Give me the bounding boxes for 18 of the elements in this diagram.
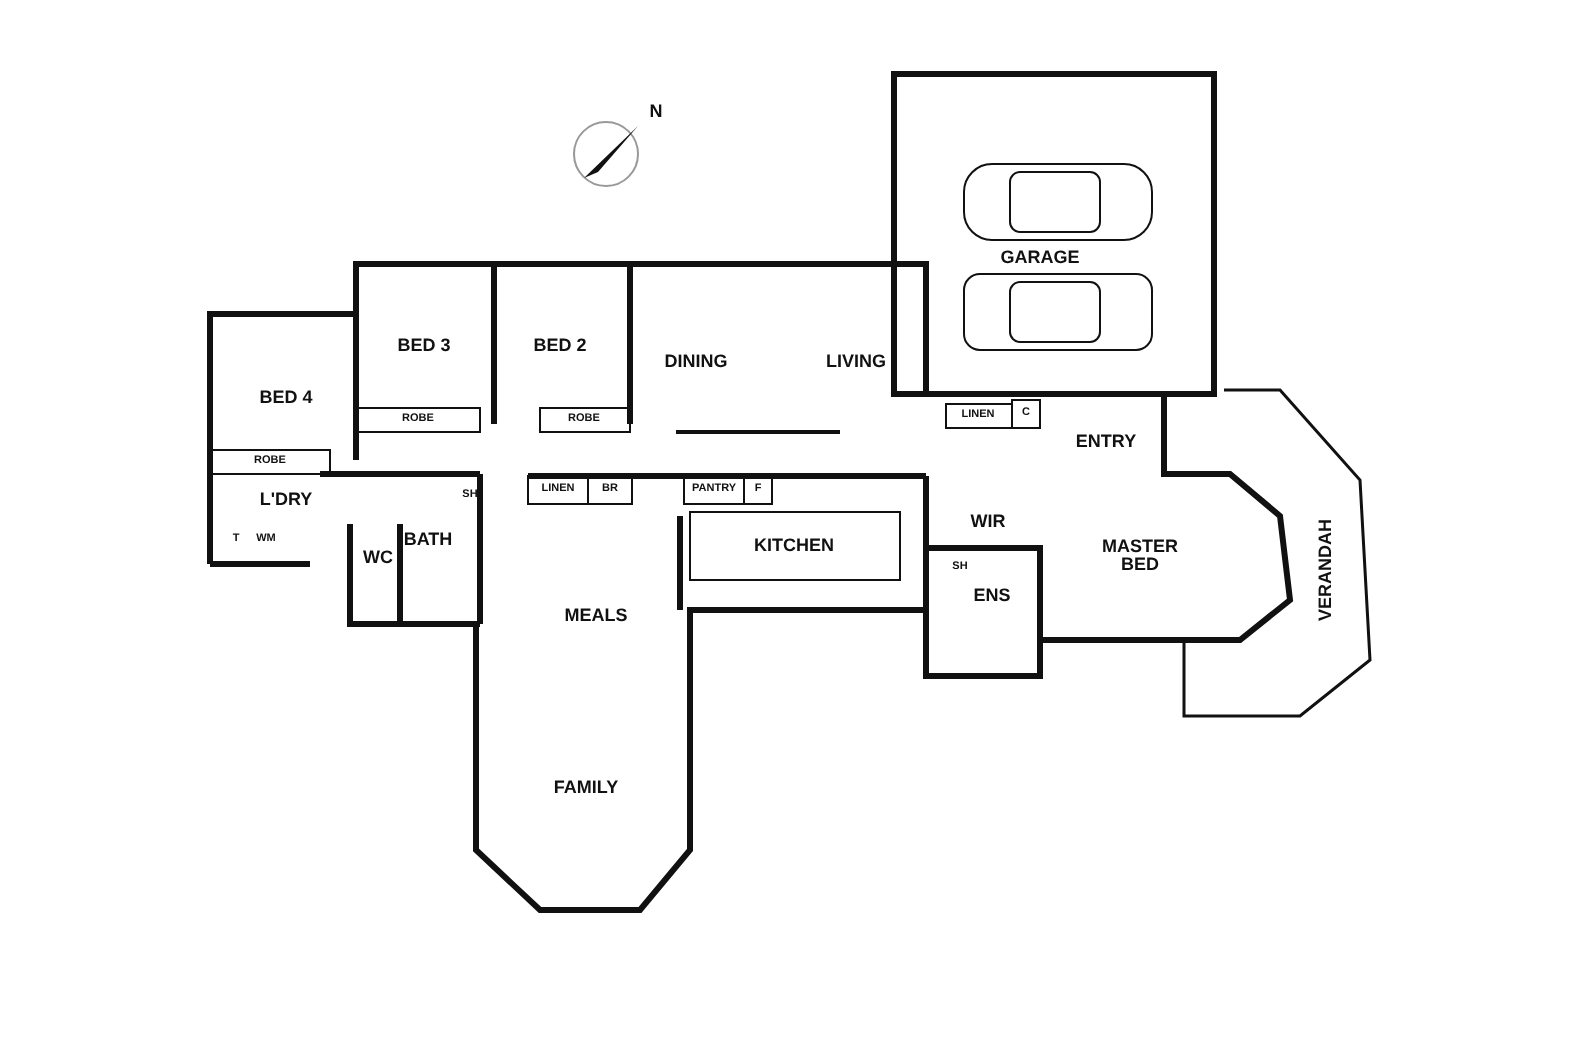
room-label: BATH — [403, 531, 453, 549]
room-label: LIVING — [826, 353, 886, 371]
room-label: VERANDAH — [1317, 519, 1335, 621]
room-label: KITCHEN — [754, 537, 834, 555]
room-label: BED 2 — [533, 337, 587, 355]
room-label: BED 3 — [397, 337, 451, 355]
room-label: ENS — [973, 587, 1011, 605]
room-label: WIR — [970, 513, 1006, 531]
room-label: MASTER BED — [1100, 538, 1180, 574]
room-label: L'DRY — [259, 491, 313, 509]
room-label: BED 4 — [259, 389, 313, 407]
room-label: MEALS — [564, 607, 628, 625]
room-label: GARAGE — [1000, 249, 1080, 267]
room-label: DINING — [664, 353, 728, 371]
room-label: ENTRY — [1075, 433, 1137, 451]
room-label: WC — [363, 549, 393, 567]
compass-label: N — [649, 103, 663, 121]
room-label: FAMILY — [553, 779, 619, 797]
